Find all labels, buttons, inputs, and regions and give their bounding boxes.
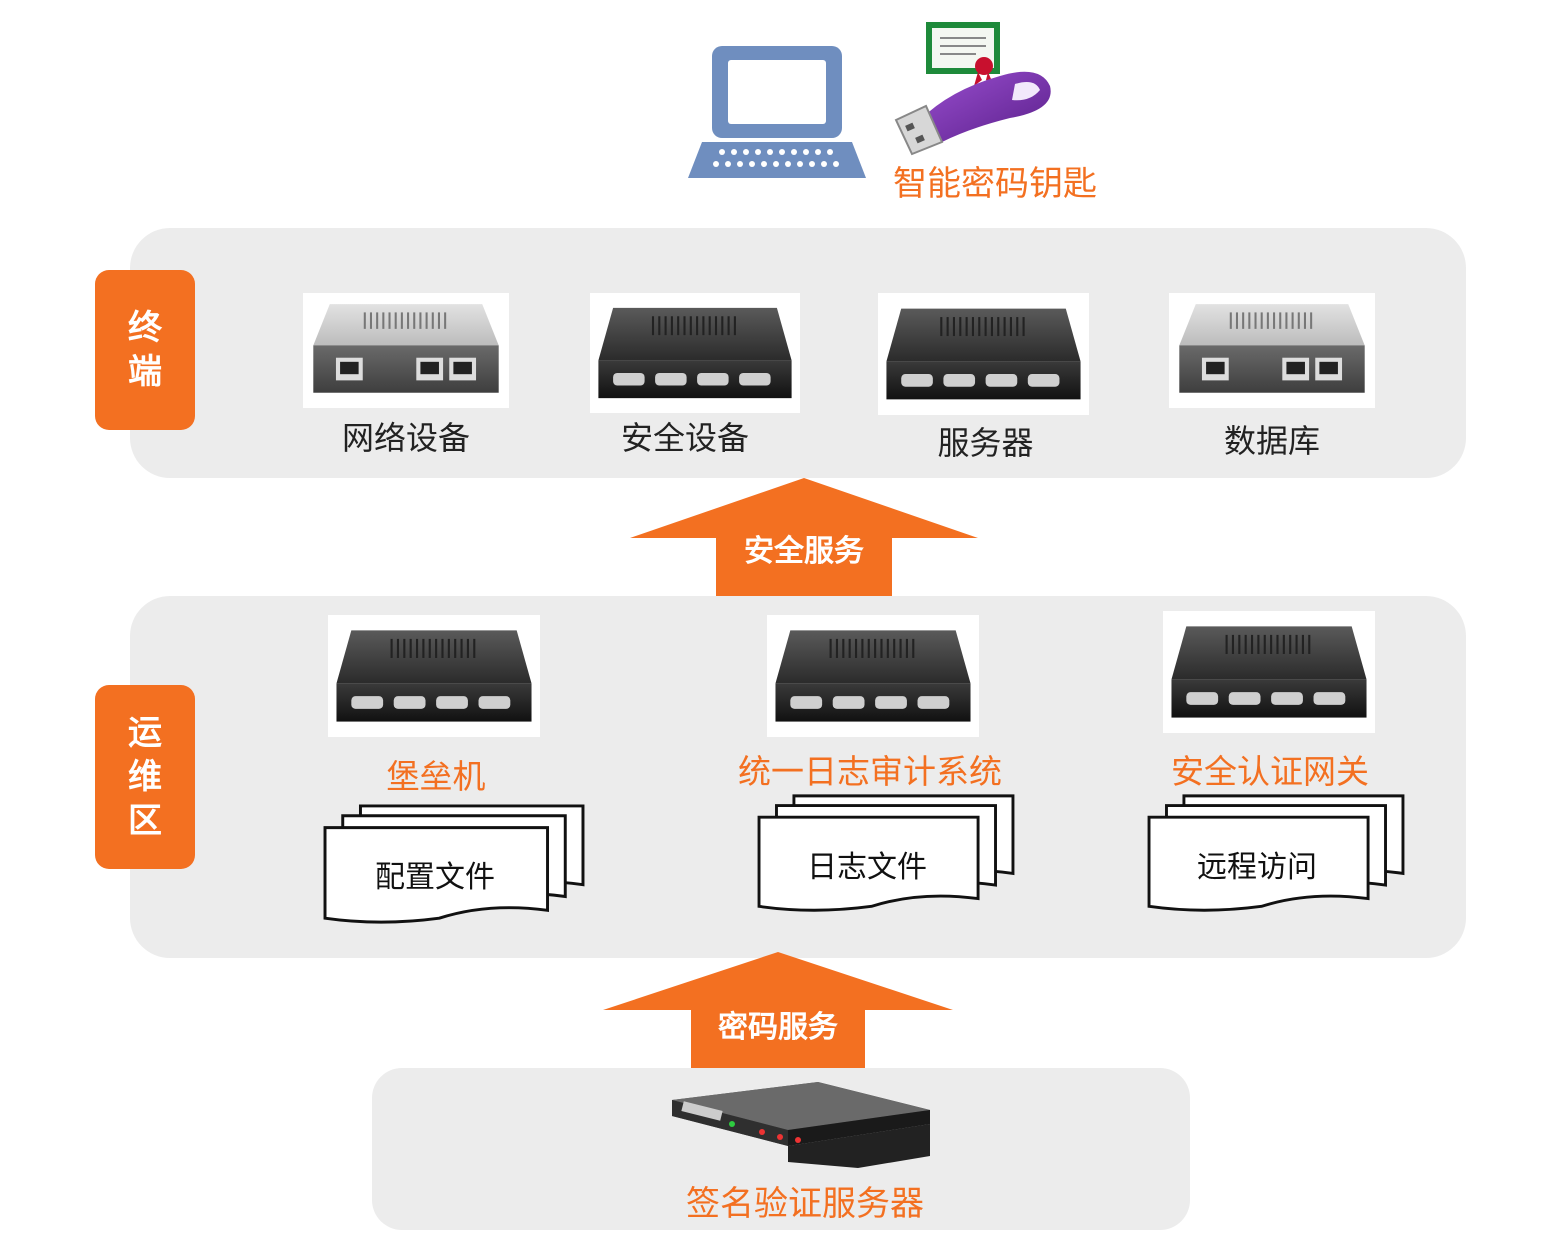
signature-server-label: 签名验证服务器: [686, 1184, 924, 1224]
network-device-label: 网络设备: [341, 419, 470, 457]
config-files-label: 配置文件: [375, 860, 495, 895]
auth-gateway-device: [1163, 611, 1375, 733]
security-device-label: 安全设备: [620, 419, 749, 457]
crypto-service-arrow: [603, 950, 953, 1072]
usb-key-label: 智能密码钥匙: [893, 164, 1097, 204]
log-audit-device: [767, 615, 979, 737]
server-device: [878, 293, 1089, 415]
ops-zone-tab: 运 维 区: [95, 685, 195, 869]
terminal-zone-tab: 终 端: [95, 270, 195, 430]
security-device: [590, 293, 800, 413]
database-device-label: 数据库: [1223, 422, 1320, 460]
remote-access-label: 远程访问: [1197, 850, 1317, 885]
auth-gateway-label: 安全认证网关: [1171, 752, 1369, 791]
tab-char: 区: [128, 801, 162, 841]
server-device-label: 服务器: [937, 424, 1034, 462]
database-device: [1169, 293, 1375, 408]
log-audit-label: 统一日志审计系统: [738, 752, 1002, 791]
security-service-label: 安全服务: [744, 534, 864, 569]
bastion-host-device: [328, 615, 540, 737]
tab-char: 终: [128, 308, 162, 348]
signature-server-device: [668, 1080, 932, 1172]
security-service-arrow: [630, 476, 978, 600]
log-files-label: 日志文件: [807, 850, 927, 885]
tab-char: 端: [128, 352, 162, 392]
crypto-service-label: 密码服务: [718, 1010, 838, 1045]
bastion-host-label: 堡垒机: [386, 757, 486, 796]
tab-char: 维: [128, 757, 162, 797]
usb-key-icon: [890, 20, 1060, 160]
network-device: [303, 293, 509, 408]
laptop-icon: [686, 44, 868, 180]
tab-char: 运: [128, 713, 162, 753]
